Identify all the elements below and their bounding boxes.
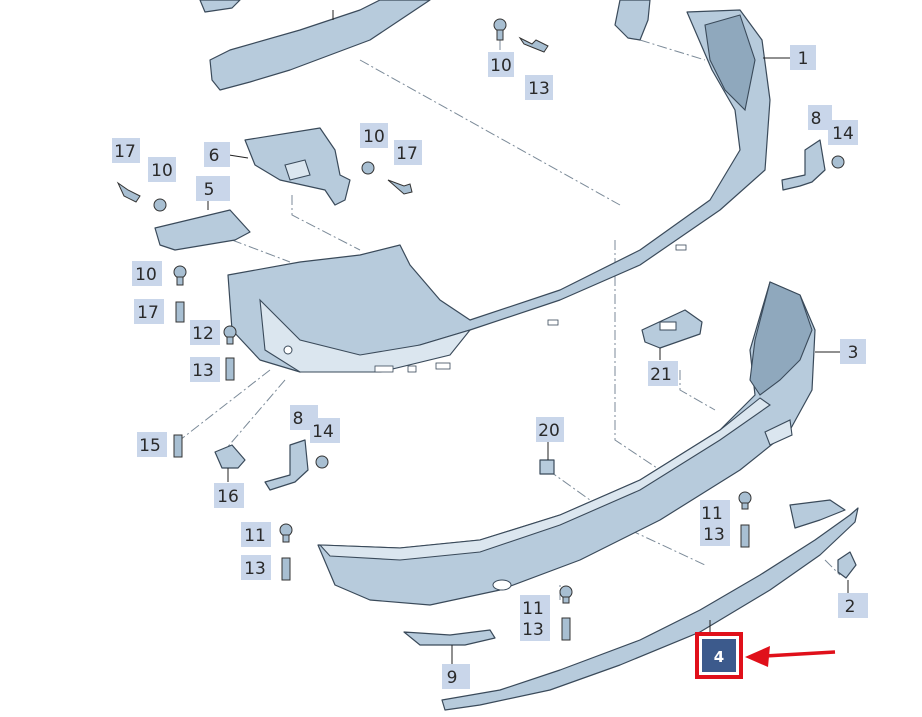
part-5-bracket <box>154 209 251 251</box>
svg-text:11: 11 <box>244 526 266 546</box>
red-arrow-icon <box>745 646 836 667</box>
svg-text:15: 15 <box>139 436 161 456</box>
svg-text:13: 13 <box>703 525 725 545</box>
svg-text:17: 17 <box>137 303 159 323</box>
svg-text:10: 10 <box>490 56 512 76</box>
diffuser-end-cap <box>789 499 846 529</box>
callout-11-bottom: 11 <box>520 595 550 620</box>
svg-text:10: 10 <box>135 265 157 285</box>
svg-text:1: 1 <box>798 49 809 69</box>
svg-text:12: 12 <box>192 324 214 344</box>
callout-17-left: 17 <box>112 138 140 163</box>
svg-text:14: 14 <box>832 124 854 144</box>
part-4-diffuser <box>441 507 859 711</box>
callout-13-bottom: 13 <box>520 616 550 641</box>
svg-text:14: 14 <box>312 422 334 442</box>
callout-10-mid: 10 <box>360 123 388 148</box>
callout-15: 15 <box>137 432 167 457</box>
callout-13-left-mid: 13 <box>241 555 271 580</box>
part-1-bumper-cover-upper <box>227 9 771 373</box>
callout-11-left: 11 <box>241 522 271 547</box>
svg-text:13: 13 <box>192 361 214 381</box>
callout-20: 20 <box>536 417 564 442</box>
svg-text:13: 13 <box>522 620 544 640</box>
callout-4-highlighted: 4 <box>695 632 743 679</box>
callout-1: 1 <box>790 45 816 70</box>
callout-9: 9 <box>442 664 470 689</box>
svg-text:3: 3 <box>848 343 859 363</box>
callout-11-right: 11 <box>700 500 730 525</box>
part-8-bracket-lower <box>264 439 309 491</box>
svg-text:13: 13 <box>244 559 266 579</box>
callout-12: 12 <box>190 320 220 345</box>
callout-3: 3 <box>840 339 866 364</box>
part-9-trim-strip <box>403 629 496 646</box>
svg-text:17: 17 <box>396 144 418 164</box>
callout-17-mid: 17 <box>394 140 422 165</box>
callout-labels: 1 3 2 5 6 9 8 14 8 14 10 13 10 17 17 10 … <box>112 45 868 689</box>
callout-5: 5 <box>196 176 230 201</box>
part-2-trim <box>837 551 857 579</box>
part-8-bracket-upper <box>781 139 826 191</box>
callout-17-lower-left: 17 <box>134 299 164 324</box>
callout-10-left: 10 <box>148 157 176 182</box>
upper-left-bracket <box>199 0 431 91</box>
svg-text:2: 2 <box>845 597 856 617</box>
svg-text:11: 11 <box>701 504 723 524</box>
callout-2: 2 <box>838 593 868 618</box>
callout-14-lower: 14 <box>310 418 340 443</box>
svg-text:10: 10 <box>151 161 173 181</box>
svg-text:20: 20 <box>538 421 560 441</box>
callout-21: 21 <box>648 361 678 386</box>
callout-14-upper: 14 <box>828 120 858 145</box>
callout-6: 6 <box>204 142 230 167</box>
svg-text:4: 4 <box>714 648 724 666</box>
callout-10-lower-left: 10 <box>132 261 162 286</box>
part-6-bracket <box>244 127 351 206</box>
svg-text:10: 10 <box>363 127 385 147</box>
svg-text:11: 11 <box>522 599 544 619</box>
svg-text:8: 8 <box>811 109 822 129</box>
svg-text:9: 9 <box>447 668 458 688</box>
part-20-clip <box>539 459 555 475</box>
svg-text:5: 5 <box>204 180 215 200</box>
part-16-clip <box>214 444 246 469</box>
svg-text:16: 16 <box>217 487 239 507</box>
svg-text:17: 17 <box>114 142 136 162</box>
svg-text:8: 8 <box>293 409 304 429</box>
leader-lines <box>207 10 849 665</box>
svg-text:21: 21 <box>650 365 672 385</box>
upper-center-bracket <box>614 0 651 41</box>
fasteners <box>116 18 845 641</box>
svg-text:6: 6 <box>209 146 220 166</box>
callout-16: 16 <box>214 483 244 508</box>
callout-13-left: 13 <box>190 357 220 382</box>
part-3-bumper-cover-lower <box>317 281 816 606</box>
callout-13-right: 13 <box>700 521 730 546</box>
callout-13-top: 13 <box>525 75 553 100</box>
part-21-cover <box>641 309 703 349</box>
callout-10-top: 10 <box>488 52 514 77</box>
svg-text:13: 13 <box>528 79 550 99</box>
